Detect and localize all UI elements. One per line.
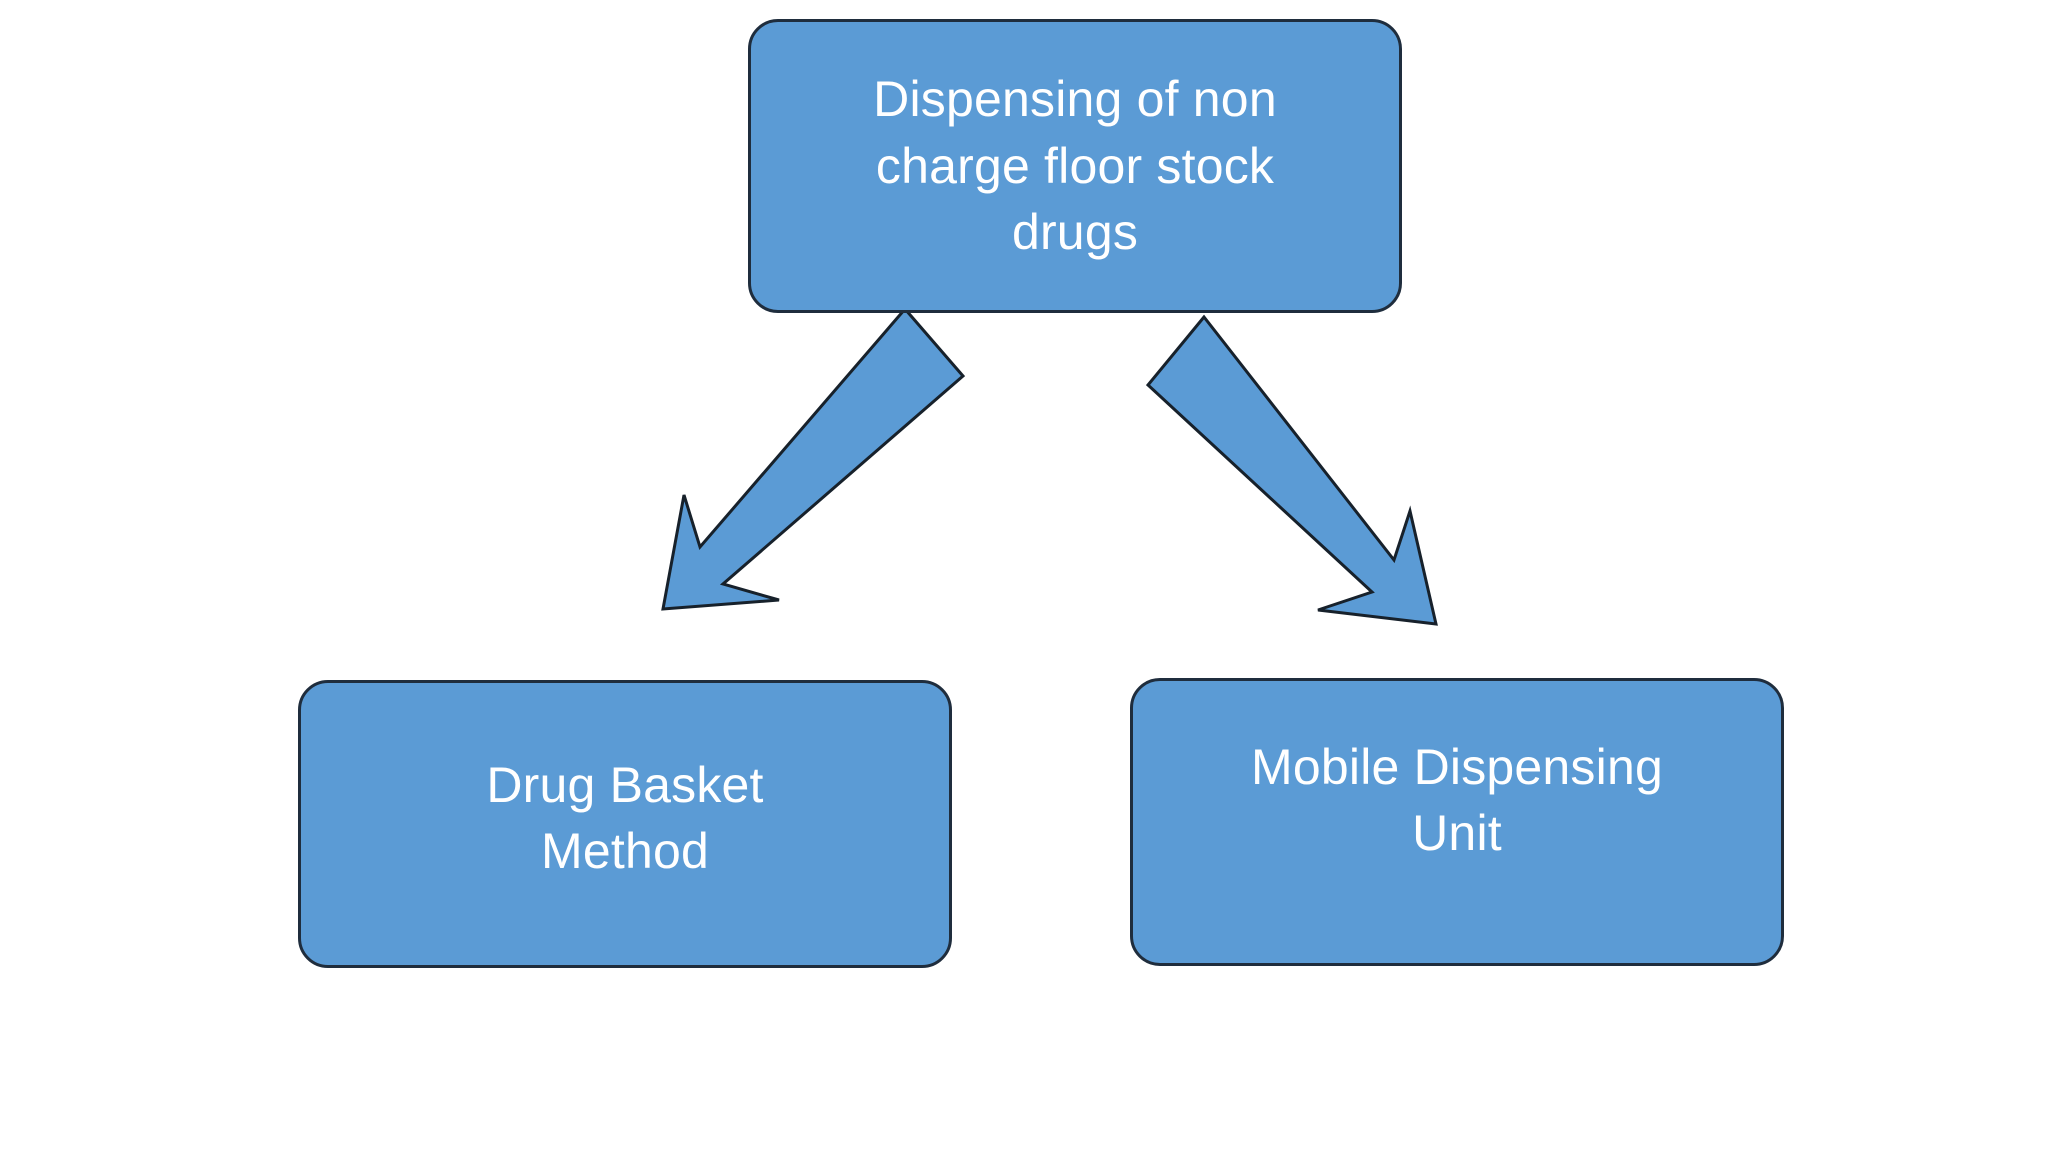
node-mobile-dispensing-unit[interactable]: Mobile Dispensing Unit: [1130, 678, 1784, 966]
arrow-to-mobile-unit: [1145, 314, 1438, 626]
node-drug-basket-method[interactable]: Drug Basket Method: [298, 680, 952, 968]
node-dispensing-root[interactable]: Dispensing of non charge floor stock dru…: [748, 19, 1402, 313]
node-mobile-dispensing-unit-label: Mobile Dispensing Unit: [1251, 738, 1663, 862]
node-dispensing-root-label: Dispensing of non charge floor stock dru…: [873, 71, 1277, 261]
arrow-to-drug-basket: [661, 306, 966, 611]
node-drug-basket-method-label: Drug Basket Method: [486, 756, 764, 880]
